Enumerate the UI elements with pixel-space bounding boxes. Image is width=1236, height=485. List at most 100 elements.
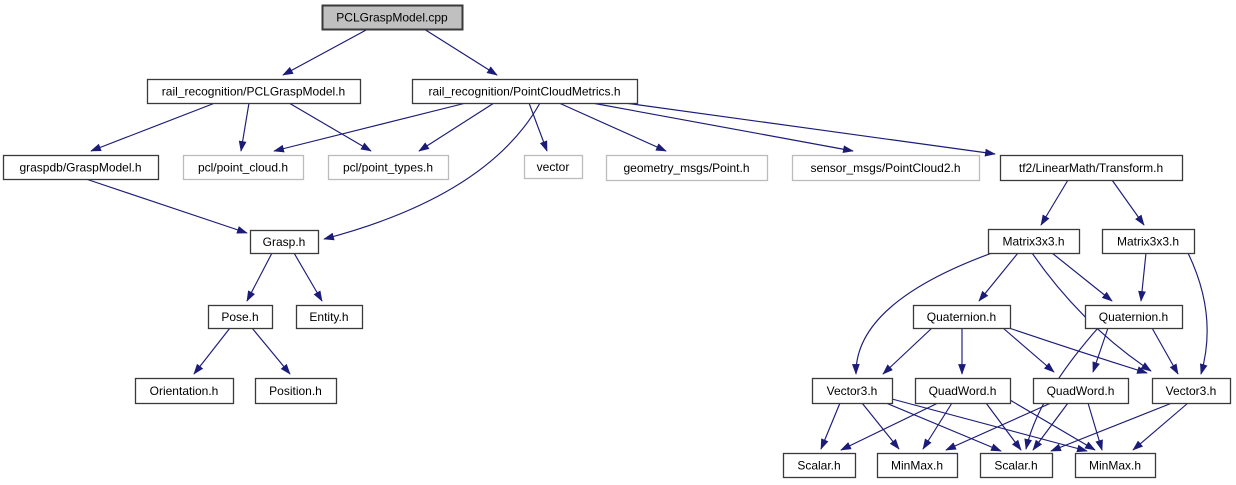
node-box — [146, 78, 362, 105]
graph-node-orientation-h[interactable]: Orientation.h — [134, 377, 235, 405]
node-label: Matrix3x3.h — [1002, 235, 1064, 249]
graph-node-pose-h[interactable]: Pose.h — [207, 304, 274, 330]
graph-node-pcl-point-types-h: pcl/point_types.h — [327, 154, 450, 181]
node-layer: PCLGraspModel.cpprail_recognition/PCLGra… — [2, 4, 1232, 479]
edge-rail-pointcloudmetrics-h--sensor-msgs-pointcloud2-h — [591, 102, 854, 154]
node-label: MinMax.h — [1089, 459, 1141, 473]
edge-tf2-linearmath-transform-h--matrix3x3-h-2 — [1111, 179, 1145, 226]
graph-node-scalar-h-2[interactable]: Scalar.h — [979, 452, 1054, 479]
node-label: pcl/point_cloud.h — [198, 161, 288, 175]
node-label: pcl/point_types.h — [343, 161, 433, 175]
graph-node-geometry-msgs-point-h: geometry_msgs/Point.h — [605, 154, 769, 182]
node-label: graspdb/GraspModel.h — [19, 161, 141, 175]
graph-node-graspdb-graspmodel-h[interactable]: graspdb/GraspModel.h — [2, 154, 160, 181]
node-label: Scalar.h — [797, 459, 840, 473]
node-box — [811, 377, 894, 405]
edge-rail-pointcloudmetrics-h--grasp-h — [323, 102, 541, 241]
graph-node-quaternion-h-2[interactable]: Quaternion.h — [1084, 304, 1184, 330]
edge-matrix3x3-h-2--vector3-h-2 — [1187, 252, 1208, 375]
graph-node-matrix3x3-h-2[interactable]: Matrix3x3.h — [1101, 228, 1196, 255]
node-label: tf2/LinearMath/Transform.h — [1019, 161, 1163, 175]
edge-quadword-h-1--scalar-h-1 — [840, 402, 939, 451]
edge-quadword-h-2--minmax-h-1 — [945, 402, 1052, 451]
edge-quadword-h-1--minmax-h-2 — [1009, 399, 1096, 451]
edge-quaternion-h-1--vector3-h-1 — [882, 327, 933, 375]
graph-node-position-h[interactable]: Position.h — [254, 377, 338, 405]
edge-vector3-h-1--minmax-h-2 — [891, 398, 1088, 453]
graph-node-minmax-h-2[interactable]: MinMax.h — [1074, 452, 1157, 479]
node-box — [411, 78, 639, 105]
node-box — [295, 304, 364, 330]
graph-node-vector3-h-1[interactable]: Vector3.h — [811, 377, 894, 405]
graph-node-quaternion-h-1[interactable]: Quaternion.h — [912, 304, 1012, 330]
edge-vector3-h-1--scalar-h-1 — [820, 402, 841, 450]
graph-node-vector3-h-2[interactable]: Vector3.h — [1151, 377, 1232, 405]
graph-node-pcl-point-cloud-h: pcl/point_cloud.h — [182, 154, 305, 181]
edge-rail-pclgraspmodel-h--pcl-point-cloud-h — [238, 102, 250, 152]
node-label: rail_recognition/PointCloudMetrics.h — [428, 85, 620, 99]
edge-quadword-h-2--scalar-h-2 — [1032, 402, 1069, 451]
node-box — [999, 154, 1184, 182]
edge-grasp-h--entity-h — [293, 252, 323, 302]
edge-matrix3x3-h-1--vector3-h-1 — [851, 252, 993, 375]
edge-pose-h--orientation-h — [193, 327, 231, 375]
graph-node-scalar-h-1[interactable]: Scalar.h — [782, 452, 857, 479]
node-box — [321, 4, 464, 31]
edge-vector3-h-1--minmax-h-1 — [861, 402, 900, 450]
node-label: QuadWord.h — [929, 384, 997, 398]
node-label: Vector3.h — [827, 384, 878, 398]
edge-rail-pointcloudmetrics-h--pcl-point-types-h — [418, 102, 495, 152]
graph-node-tf2-linearmath-transform-h[interactable]: tf2/LinearMath/Transform.h — [999, 154, 1184, 182]
node-box — [1032, 377, 1130, 405]
graph-node-minmax-h-1[interactable]: MinMax.h — [876, 452, 959, 479]
graph-node-matrix3x3-h-1[interactable]: Matrix3x3.h — [987, 228, 1081, 255]
edge-rail-pclgraspmodel-h--pcl-point-types-h — [288, 102, 372, 152]
graph-node-quadword-h-2[interactable]: QuadWord.h — [1032, 377, 1130, 405]
node-label: Matrix3x3.h — [1117, 235, 1179, 249]
graph-node-sensor-msgs-pointcloud2-h: sensor_msgs/PointCloud2.h — [791, 154, 981, 182]
node-label: Vector3.h — [1166, 384, 1217, 398]
graph-node-entity-h[interactable]: Entity.h — [295, 304, 364, 330]
node-label: Quaternion.h — [1099, 310, 1168, 324]
edge-vector3-h-2--scalar-h-2 — [1050, 402, 1173, 452]
node-box — [1084, 304, 1184, 330]
node-box — [207, 304, 274, 330]
graph-node-grasp-h[interactable]: Grasp.h — [249, 229, 320, 255]
node-box — [876, 452, 959, 479]
node-box — [605, 154, 769, 182]
edge-quadword-h-1--scalar-h-2 — [985, 402, 1022, 451]
node-box — [987, 228, 1081, 255]
edge-matrix3x3-h-1--quaternion-h-1 — [978, 252, 1019, 302]
edge-pose-h--position-h — [251, 327, 291, 375]
edge-pclgraspmodel-cpp--rail-pointcloudmetrics-h — [423, 28, 498, 76]
edge-quaternion-h-2--quadword-h-2 — [1092, 327, 1109, 373]
edge-matrix3x3-h-2--quaternion-h-2 — [1138, 252, 1147, 302]
edge-rail-pointcloudmetrics-h--pcl-point-cloud-h — [273, 102, 467, 153]
node-box — [254, 377, 338, 405]
node-label: MinMax.h — [891, 459, 943, 473]
node-box — [791, 154, 981, 182]
graph-node-rail-pointcloudmetrics-h[interactable]: rail_recognition/PointCloudMetrics.h — [411, 78, 639, 105]
node-box — [249, 229, 320, 255]
edge-rail-pclgraspmodel-h--graspdb-graspmodel-h — [90, 102, 216, 152]
edge-vector3-h-2--minmax-h-2 — [1132, 402, 1189, 451]
edge-layer — [85, 28, 1208, 453]
node-label: Position.h — [269, 384, 322, 398]
graph-node-quadword-h-1[interactable]: QuadWord.h — [914, 377, 1012, 405]
node-label: sensor_msgs/PointCloud2.h — [810, 161, 960, 175]
graph-node-rail-pclgraspmodel-h[interactable]: rail_recognition/PCLGraspModel.h — [146, 78, 362, 105]
edge-rail-pointcloudmetrics-h--geometry-msgs-point-h — [558, 102, 667, 152]
edge-quaternion-h-1--quadword-h-2 — [1002, 327, 1055, 373]
node-box — [914, 377, 1012, 405]
node-box — [1074, 452, 1157, 479]
node-box — [2, 154, 160, 181]
node-box — [523, 154, 584, 180]
node-label: Entity.h — [309, 310, 348, 324]
node-label: Pose.h — [221, 310, 258, 324]
node-box — [327, 154, 450, 181]
edge-grasp-h--pose-h — [246, 252, 273, 302]
node-label: geometry_msgs/Point.h — [623, 161, 749, 175]
edge-rail-pointcloudmetrics-h--vector — [528, 102, 548, 152]
